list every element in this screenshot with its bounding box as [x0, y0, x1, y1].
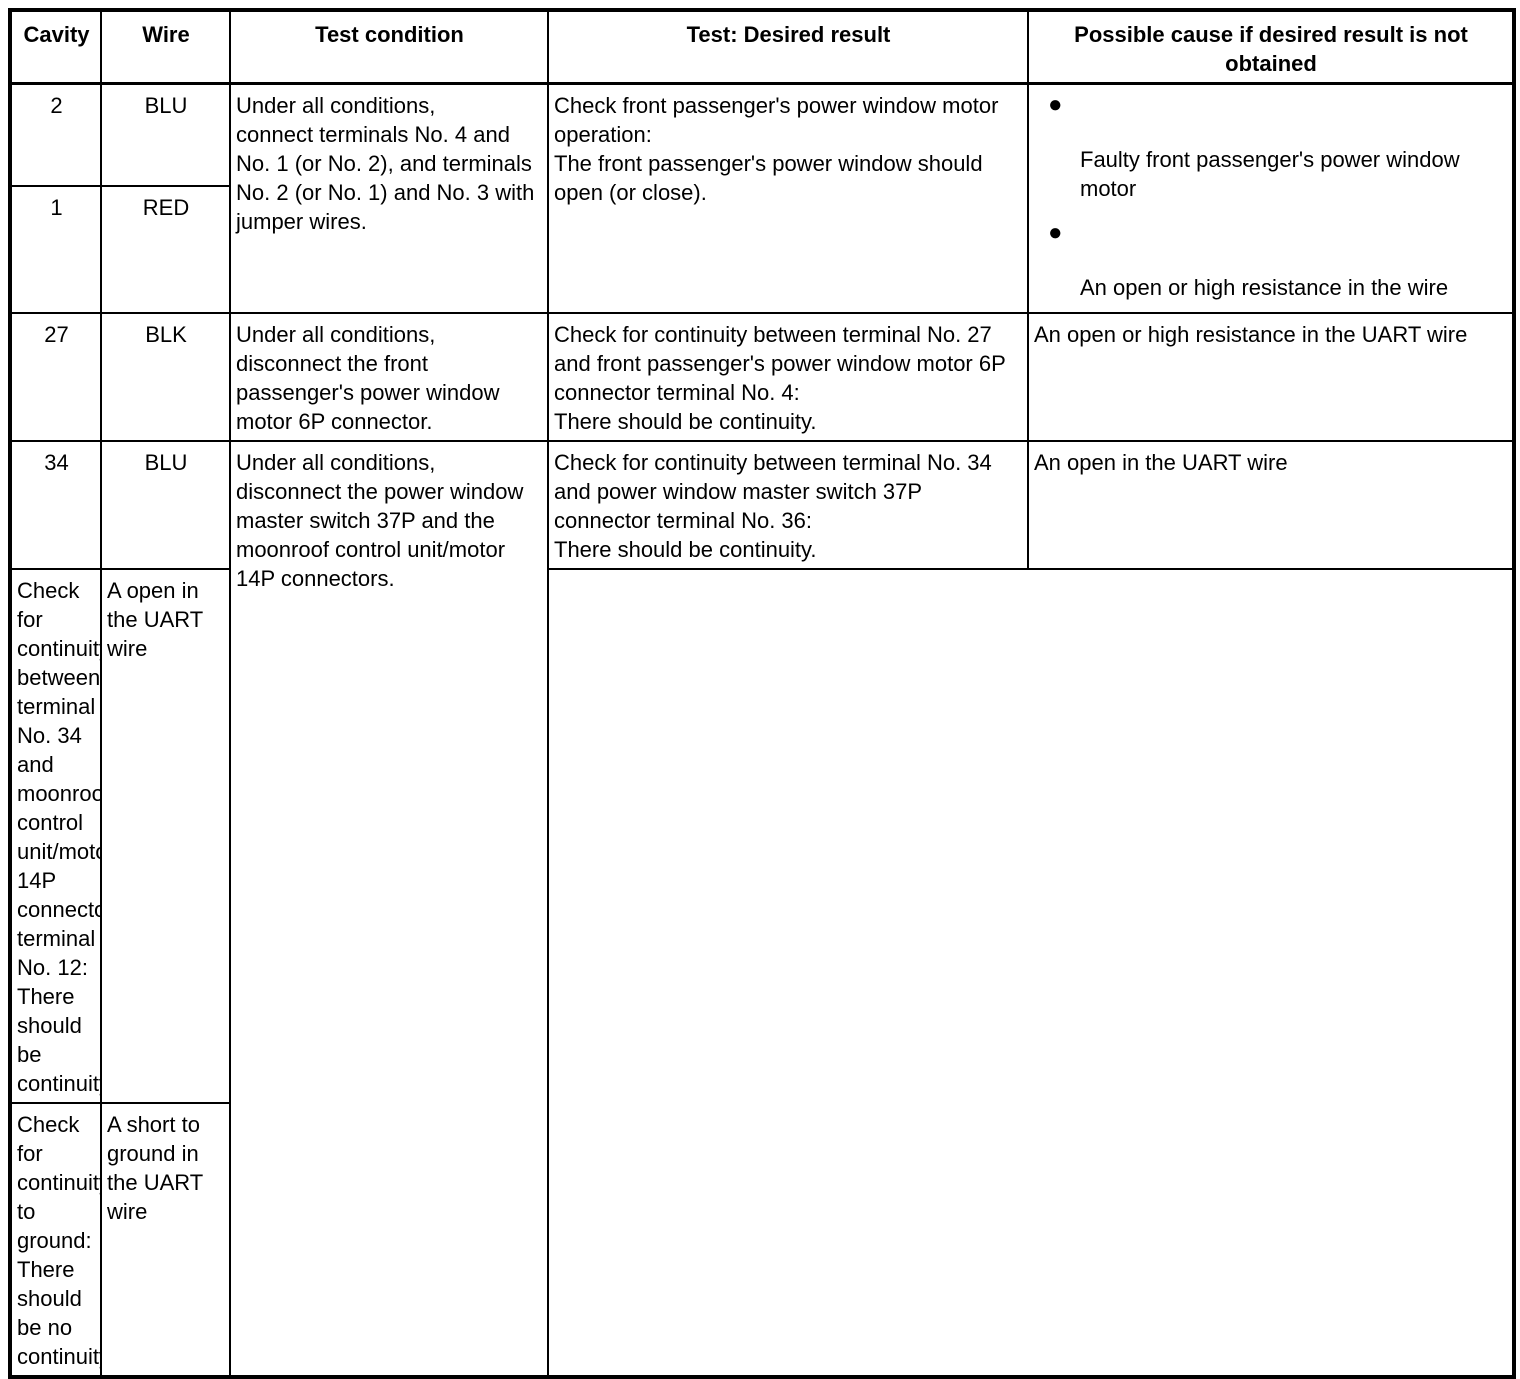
cell-test-result-r3b: Check for continuity between terminal No…	[9, 567, 102, 1104]
cell-possible-cause-r3c: A short to ground in the UART wire	[100, 1101, 231, 1378]
cell-test-result-r2: Check for continuity between terminal No…	[547, 311, 1029, 442]
cell-test-condition-r1: Under all conditions, connect terminals …	[229, 82, 549, 314]
cell-possible-cause-r3a: An open in the UART wire	[1027, 439, 1515, 570]
cell-possible-cause-r3b: A open in the UART wire	[100, 567, 231, 1104]
cell-cavity-34: 34	[9, 439, 102, 570]
cell-wire-blu-34: BLU	[100, 439, 231, 570]
cause-text: Faulty front passenger's power window mo…	[1080, 147, 1460, 201]
header-test-desired-result: Test: Desired result	[547, 9, 1029, 85]
cell-test-condition-r3: Under all conditions, disconnect the pow…	[229, 439, 549, 1378]
cell-possible-cause-r1: ● Faulty front passenger's power window …	[1027, 82, 1515, 314]
manual-page: Cavity Wire Test condition Test: Desired…	[8, 8, 1516, 1379]
header-test-condition: Test condition	[229, 9, 549, 85]
table-row: 2 BLU Under all conditions, connect term…	[9, 82, 1515, 314]
cause-item-2: ● An open or high resistance in the wire	[1034, 219, 1508, 302]
cell-cavity-27: 27	[9, 311, 102, 442]
header-cavity: Cavity	[9, 9, 102, 85]
cell-test-result-r3a: Check for continuity between terminal No…	[547, 439, 1029, 570]
cell-cavity-2: 2	[9, 82, 102, 187]
cause-item-1: ● Faulty front passenger's power window …	[1034, 91, 1508, 203]
connector-test-table: Cavity Wire Test condition Test: Desired…	[8, 8, 1516, 1379]
cause-text: An open or high resistance in the wire	[1080, 275, 1449, 300]
cell-cavity-1: 1	[9, 184, 102, 314]
cell-test-result-r3c: Check for continuity to ground: There sh…	[9, 1101, 102, 1378]
cell-test-condition-r2: Under all conditions, disconnect the fro…	[229, 311, 549, 442]
header-row: Cavity Wire Test condition Test: Desired…	[9, 9, 1515, 85]
bullet-icon: ●	[1048, 91, 1063, 118]
header-wire: Wire	[100, 9, 231, 85]
table-row: 27 BLK Under all conditions, disconnect …	[9, 311, 1515, 442]
bullet-icon: ●	[1048, 219, 1063, 246]
cell-wire-blk: BLK	[100, 311, 231, 442]
cell-wire-red: RED	[100, 184, 231, 314]
header-possible-cause: Possible cause if desired result is not …	[1027, 9, 1515, 85]
table-row: 1 RED	[9, 184, 1514, 314]
table-row: 34 BLU Under all conditions, disconnect …	[9, 439, 1515, 1378]
cell-test-result-r1: Check front passenger's power window mot…	[547, 82, 1029, 314]
cell-wire-blu: BLU	[100, 82, 231, 187]
cell-possible-cause-r2: An open or high resistance in the UART w…	[1027, 311, 1515, 442]
